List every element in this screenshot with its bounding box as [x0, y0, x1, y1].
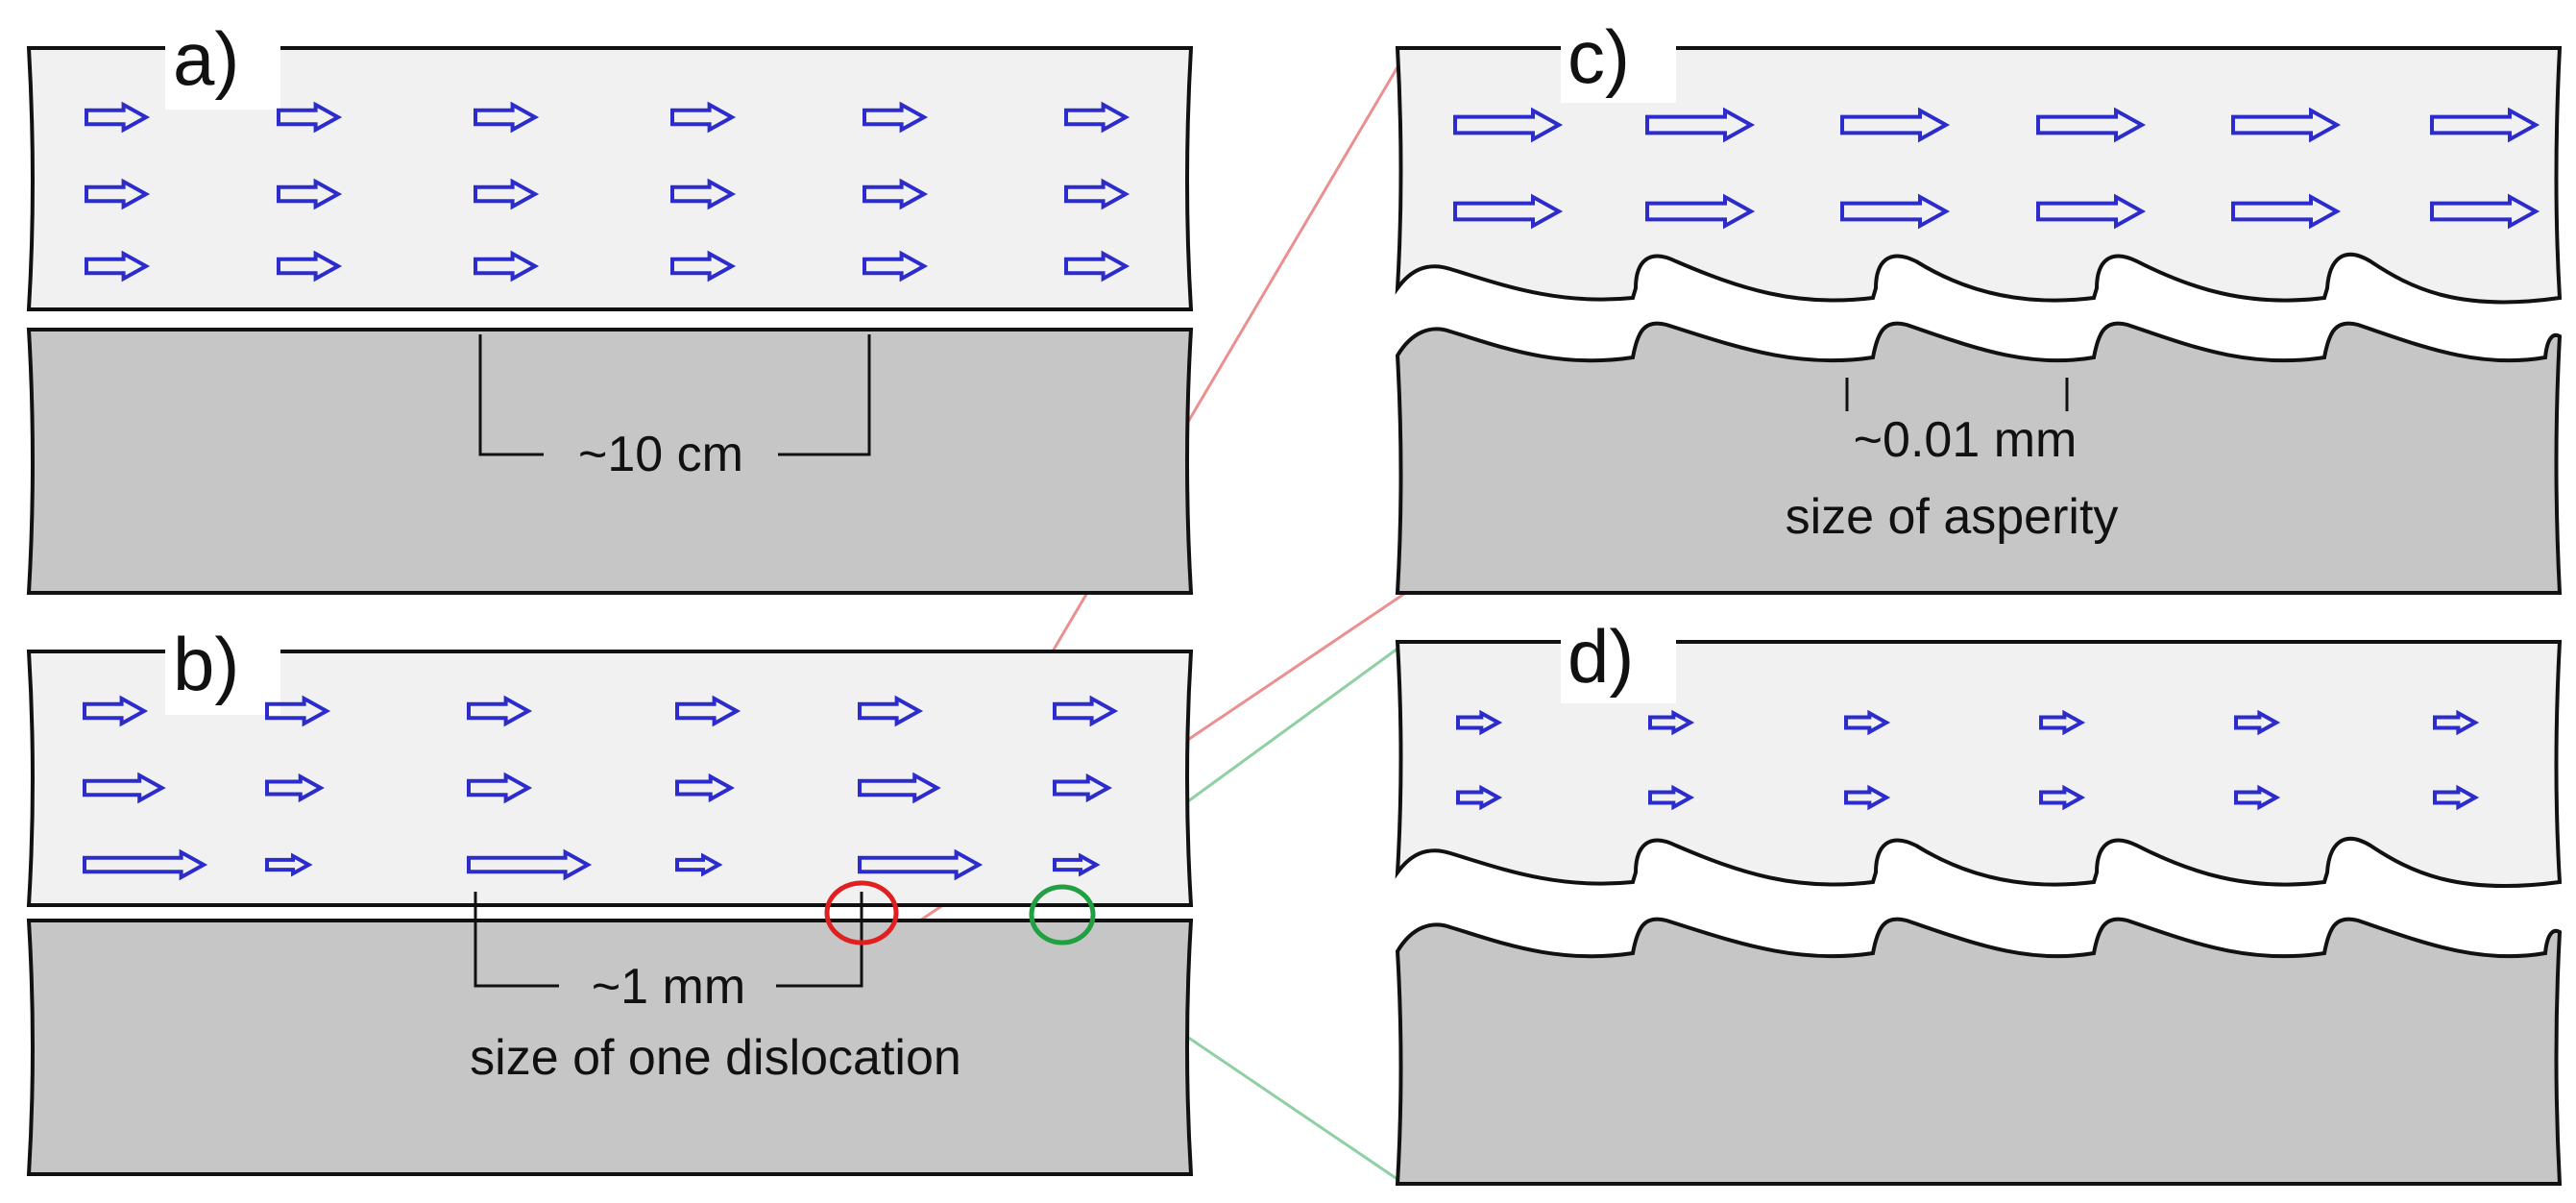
hollow-right-arrow-icon — [1064, 178, 1130, 210]
hollow-right-arrow-icon — [863, 101, 929, 134]
panel-c-upper-block — [1395, 46, 2563, 305]
hollow-right-arrow-icon — [265, 695, 331, 727]
hollow-right-arrow-icon — [670, 178, 737, 210]
hollow-right-arrow-icon — [265, 852, 313, 877]
hollow-right-arrow-icon — [858, 772, 941, 804]
hollow-right-arrow-icon — [2231, 107, 2342, 143]
hollow-right-arrow-icon — [277, 178, 343, 210]
hollow-right-arrow-icon — [863, 178, 929, 210]
hollow-right-arrow-icon — [2036, 107, 2147, 143]
panel-b-arrow-field — [83, 695, 1119, 881]
hollow-right-arrow-icon — [83, 695, 149, 727]
panel-a: a) ~10 cm — [26, 16, 1194, 595]
hollow-right-arrow-icon — [467, 772, 533, 804]
hollow-right-arrow-icon — [85, 178, 151, 210]
red-circle-icon — [824, 880, 899, 945]
hollow-right-arrow-icon — [670, 101, 737, 134]
hollow-right-arrow-icon — [474, 101, 540, 134]
panel-d-label: d) — [1567, 614, 1634, 699]
hollow-right-arrow-icon — [2433, 784, 2480, 811]
hollow-right-arrow-icon — [2430, 193, 2540, 230]
panel-c: c) ~0.01 mm size of asperity — [1395, 14, 2563, 595]
panel-a-lower-block — [26, 328, 1194, 595]
hollow-right-arrow-icon — [2036, 193, 2147, 230]
hollow-right-arrow-icon — [670, 250, 737, 282]
panel-d-upper-block — [1395, 640, 2563, 889]
hollow-right-arrow-icon — [1645, 193, 1756, 230]
hollow-right-arrow-icon — [1456, 784, 1503, 811]
panel-b-lower-block — [26, 919, 1194, 1176]
panel-d-lower-block — [1395, 917, 2563, 1186]
hollow-right-arrow-icon — [1453, 193, 1564, 230]
panel-d-arrow-field — [1456, 709, 2480, 811]
hollow-right-arrow-icon — [2430, 107, 2540, 143]
hollow-right-arrow-icon — [1648, 709, 1695, 736]
hollow-right-arrow-icon — [1453, 107, 1564, 143]
panel-c-arrow-field — [1453, 107, 2540, 230]
panel-c-scale-text: ~0.01 mm — [1854, 412, 2078, 468]
panel-d: d) — [1395, 614, 2563, 1186]
panel-b-caption: size of one dislocation — [470, 1030, 961, 1086]
hollow-right-arrow-icon — [2231, 193, 2342, 230]
hollow-right-arrow-icon — [277, 101, 343, 134]
hollow-right-arrow-icon — [675, 852, 723, 877]
hollow-right-arrow-icon — [85, 250, 151, 282]
panel-b-label-background — [165, 626, 280, 715]
hollow-right-arrow-icon — [85, 101, 151, 134]
hollow-right-arrow-icon — [474, 178, 540, 210]
hollow-right-arrow-icon — [83, 772, 166, 804]
hollow-right-arrow-icon — [2234, 709, 2281, 736]
hollow-right-arrow-icon — [83, 848, 208, 881]
hollow-right-arrow-icon — [1064, 250, 1130, 282]
hollow-right-arrow-icon — [474, 250, 540, 282]
hollow-right-arrow-icon — [1456, 709, 1503, 736]
hollow-right-arrow-icon — [1840, 107, 1951, 143]
panel-a-scale-text: ~10 cm — [578, 427, 743, 482]
panel-b-label: b) — [173, 622, 239, 706]
hollow-right-arrow-icon — [1648, 784, 1695, 811]
panel-b-scale-bracket — [474, 892, 863, 988]
hollow-right-arrow-icon — [858, 848, 984, 881]
panel-d-label-background — [1561, 615, 1676, 703]
panel-b: b) ~1 mm size of one dislocation — [26, 622, 1194, 1176]
hollow-right-arrow-icon — [675, 695, 741, 727]
hollow-right-arrow-icon — [277, 250, 343, 282]
hollow-right-arrow-icon — [265, 773, 325, 803]
panel-c-lower-block — [1395, 321, 2563, 595]
hollow-right-arrow-icon — [2039, 709, 2086, 736]
hollow-right-arrow-icon — [2234, 784, 2281, 811]
hollow-right-arrow-icon — [467, 848, 593, 881]
hollow-right-arrow-icon — [1053, 773, 1112, 803]
panel-a-upper-block — [26, 46, 1194, 311]
hollow-right-arrow-icon — [2433, 709, 2480, 736]
hollow-right-arrow-icon — [1844, 784, 1891, 811]
hollow-right-arrow-icon — [1840, 193, 1951, 230]
panel-c-caption: size of asperity — [1786, 489, 2119, 545]
panel-a-arrow-field — [85, 101, 1130, 282]
hollow-right-arrow-icon — [1064, 101, 1130, 134]
hollow-right-arrow-icon — [675, 773, 735, 803]
hollow-right-arrow-icon — [1645, 107, 1756, 143]
hollow-right-arrow-icon — [1053, 695, 1119, 727]
hollow-right-arrow-icon — [1844, 709, 1891, 736]
panel-c-label-background — [1561, 14, 1676, 103]
hollow-right-arrow-icon — [467, 695, 533, 727]
hollow-right-arrow-icon — [863, 250, 929, 282]
hollow-right-arrow-icon — [2039, 784, 2086, 811]
panel-a-label: a) — [173, 16, 239, 101]
panel-a-scale-bracket — [478, 334, 871, 456]
panel-c-label: c) — [1567, 14, 1630, 99]
green-circle-icon — [1029, 884, 1096, 945]
hollow-right-arrow-icon — [1053, 852, 1101, 877]
hollow-right-arrow-icon — [858, 695, 924, 727]
panel-b-scale-text: ~1 mm — [592, 959, 745, 1015]
panel-a-label-background — [165, 17, 280, 110]
